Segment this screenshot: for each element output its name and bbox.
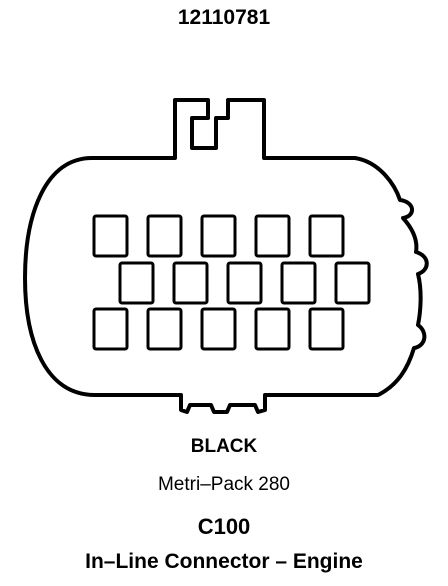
connector-id-label: C100 (197, 514, 251, 539)
terminal-cavity (146, 307, 183, 351)
terminal-cavity (254, 214, 291, 258)
terminal-cavity (254, 307, 291, 351)
terminal-cavity (172, 261, 209, 305)
terminal-cavity (308, 214, 345, 258)
terminal-cavity (226, 261, 263, 305)
terminal-type-label: Metri–Pack 280 (157, 474, 290, 495)
terminal-cavity (200, 307, 237, 351)
terminal-cavity (308, 307, 345, 351)
connector-diagram (23, 98, 429, 414)
terminal-cavity (92, 214, 129, 258)
terminal-cavity (200, 214, 237, 258)
connector-color-label: BLACK (190, 436, 258, 457)
terminal-cavity (146, 214, 183, 258)
part-number: 12110781 (177, 6, 271, 29)
terminal-cavity (92, 307, 129, 351)
connector-description: In–Line Connector – Engine (85, 550, 363, 573)
terminal-cavity (118, 261, 155, 305)
terminal-cavity (334, 261, 371, 305)
terminal-cavities (92, 214, 371, 351)
terminal-cavity (280, 261, 317, 305)
connector-housing (23, 98, 429, 414)
